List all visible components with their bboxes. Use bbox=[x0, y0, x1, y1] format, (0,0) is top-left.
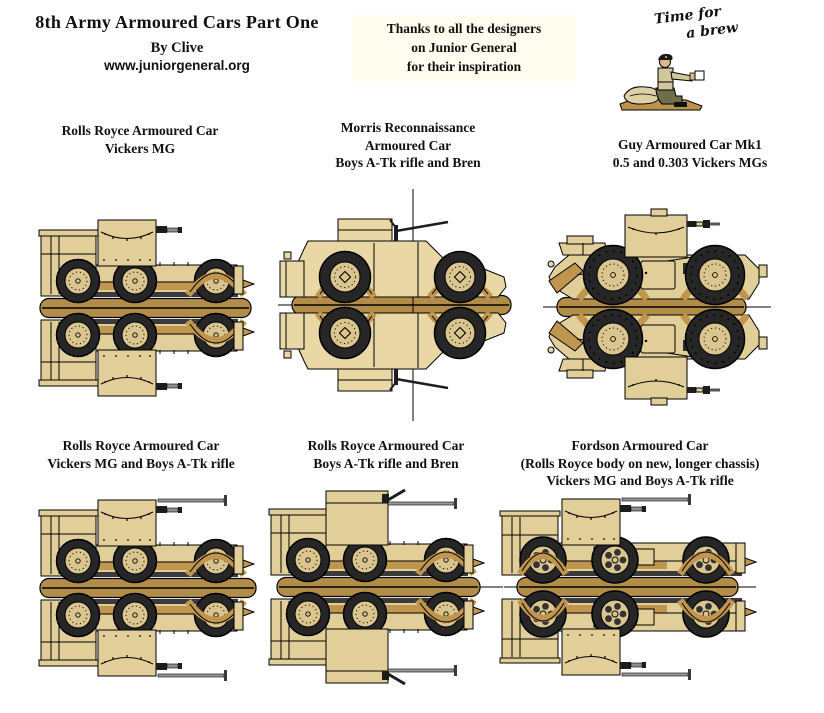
page-title: 8th Army Armoured Cars Part One bbox=[35, 12, 319, 32]
unit-name: Armoured Car bbox=[364, 137, 452, 153]
thanks-line: for their inspiration bbox=[406, 59, 522, 74]
figure-morris-reconnaissance bbox=[278, 205, 512, 405]
title-block: 8th Army Armoured Cars Part One By Clive… bbox=[18, 10, 336, 75]
thanks-line: Thanks to all the designers bbox=[386, 21, 542, 36]
unit-label: Rolls Royce Armoured Car Vickers MG bbox=[0, 122, 280, 157]
figure-rolls-royce-vickers-boys bbox=[38, 488, 257, 688]
figure-rolls-royce-boys-bren bbox=[268, 487, 503, 687]
vehicle-top bbox=[548, 209, 767, 305]
unit-label: Rolls Royce Armoured Car Boys A-Tk rifle… bbox=[245, 437, 527, 472]
unit-name: Rolls Royce Armoured Car bbox=[62, 438, 220, 453]
thanks-note: Thanks to all the designers on Junior Ge… bbox=[352, 15, 576, 82]
vehicle-mirrored bbox=[39, 314, 254, 397]
unit-name: Fordson Armoured Car bbox=[571, 438, 709, 453]
vehicle-top bbox=[39, 220, 254, 303]
vehicle-top bbox=[269, 490, 484, 582]
website-url: www.juniorgeneral.org bbox=[104, 58, 250, 73]
soldier-tea-graphic bbox=[619, 53, 705, 111]
vehicle-mirrored bbox=[39, 594, 254, 682]
figure-guy-armoured-car bbox=[543, 207, 771, 407]
unit-name: Guy Armoured Car Mk1 bbox=[618, 137, 762, 152]
unit-label: Morris Reconnaissance Armoured Car Boys … bbox=[268, 119, 548, 172]
figure-fordson-armoured-car bbox=[498, 487, 760, 687]
unit-armament: Boys A-Tk rifle and Bren bbox=[335, 155, 481, 170]
vehicle-top bbox=[500, 494, 756, 583]
vehicle-mirrored bbox=[500, 591, 756, 680]
unit-armament: Vickers MG and Boys A-Tk rifle bbox=[47, 455, 235, 471]
unit-name: Morris Reconnaissance bbox=[340, 120, 476, 135]
vehicle-mirrored bbox=[269, 593, 484, 685]
brew-note: Time for a brew bbox=[653, 0, 767, 47]
unit-note: (Rolls Royce body on new, longer chassis… bbox=[520, 455, 760, 471]
vehicle-mirrored bbox=[548, 310, 767, 406]
unit-armament: Vickers MG bbox=[104, 140, 176, 156]
unit-armament: Boys A-Tk rifle and Bren bbox=[313, 455, 459, 471]
unit-label: Fordson Armoured Car (Rolls Royce body o… bbox=[478, 437, 802, 490]
thanks-line: on Junior General bbox=[411, 40, 517, 55]
unit-label: Guy Armoured Car Mk1 0.5 and 0.303 Vicke… bbox=[550, 136, 824, 171]
vehicle-top bbox=[39, 495, 254, 583]
byline: By Clive bbox=[150, 40, 204, 56]
unit-name: Rolls Royce Armoured Car bbox=[61, 123, 219, 138]
figure-rolls-royce-vickers bbox=[38, 208, 254, 408]
unit-label: Rolls Royce Armoured Car Vickers MG and … bbox=[0, 437, 282, 472]
unit-armament: Vickers MG and Boys A-Tk rifle bbox=[546, 473, 734, 488]
vehicle-mirrored bbox=[280, 305, 506, 421]
unit-name: Rolls Royce Armoured Car bbox=[307, 438, 465, 453]
unit-armament: 0.5 and 0.303 Vickers MGs bbox=[612, 154, 768, 170]
vehicle-top bbox=[280, 189, 506, 305]
